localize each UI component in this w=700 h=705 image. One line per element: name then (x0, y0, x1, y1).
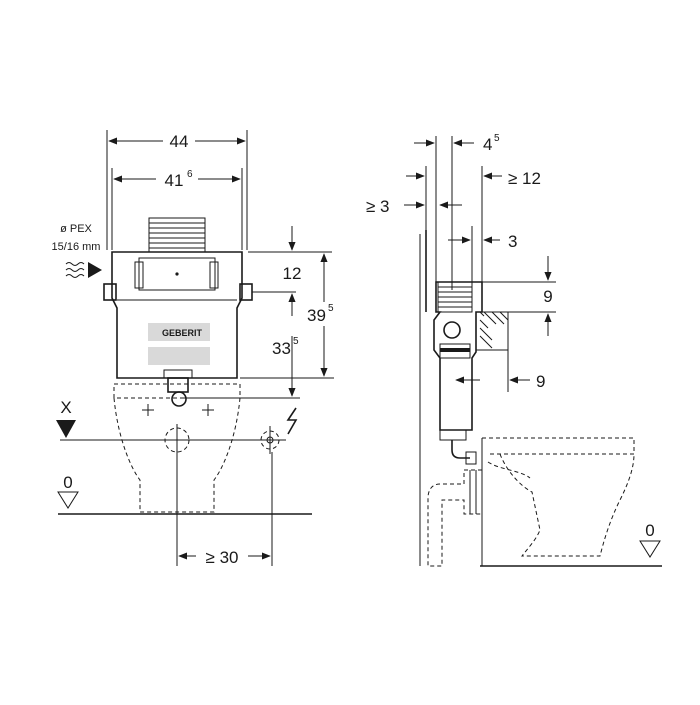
level-marker-zero-icon (57, 491, 79, 509)
height-lower-label: 33 (272, 339, 291, 358)
width-inner-superscript: 6 (187, 169, 193, 180)
min-gap-right-label: ≥ 12 (508, 169, 541, 188)
side-distance-label: ≥ 30 (206, 548, 239, 567)
side-view: 4 5 ≥ 12 ≥ 3 3 (366, 133, 662, 567)
fixing-point-left-icon (142, 404, 154, 416)
level-marker-x-icon (56, 420, 76, 438)
front-view: 44 41 6 ø PEX 15/16 mm (52, 130, 346, 567)
mount-bracket-left (103, 283, 117, 301)
height-lower-superscript: 5 (293, 336, 299, 347)
dimension-width-41-6: 41 6 (111, 168, 243, 250)
side-level-marker-zero-icon (639, 540, 661, 558)
height-9-top-label: 9 (543, 287, 552, 306)
height-9-side-label: 9 (536, 372, 545, 391)
dimension-depth-4-5: 4 5 (414, 133, 500, 290)
height-total-label: 39 (307, 306, 326, 325)
offset-3-label: 3 (508, 232, 517, 251)
dimension-height-9-side: 9 (455, 350, 545, 392)
flush-connector (171, 391, 187, 407)
front-panel-zone (475, 311, 509, 351)
flush-pipe (167, 377, 189, 393)
brand-label: GEBERIT (162, 328, 203, 338)
floor-level-front: 0 (57, 473, 312, 515)
power-outlet-icon (256, 407, 298, 454)
dimension-offset-3: 3 (448, 226, 517, 290)
floor-level-label: 0 (63, 473, 72, 492)
pex-label-line2: 15/16 mm (52, 241, 101, 253)
side-flush-connector (443, 321, 461, 339)
width-outer-label: 44 (170, 132, 189, 151)
side-floor-level-label: 0 (645, 521, 654, 540)
cistern-front: GEBERIT (103, 217, 253, 393)
water-supply-icon (65, 262, 102, 278)
top-offset-label: 12 (283, 264, 302, 283)
floor-level-side: 0 (480, 521, 662, 567)
reference-level-x: X (56, 398, 286, 441)
cistern-side (425, 230, 509, 465)
depth-label: 4 (483, 135, 492, 154)
brand-plate (148, 323, 210, 341)
width-inner-label: 41 (165, 171, 184, 190)
dimension-width-44: 44 (106, 130, 248, 250)
dimension-min-gap-left: ≥ 3 (366, 197, 462, 216)
depth-superscript: 5 (494, 133, 500, 144)
dimension-top-12: 12 (248, 226, 332, 316)
marker-x-label: X (60, 398, 71, 417)
fixing-point-right-icon (202, 404, 214, 416)
pex-label-line1: ø PEX (60, 223, 92, 235)
dimension-height-33-5: 33 5 (182, 336, 300, 399)
dimension-height-9-top: 9 (482, 256, 556, 336)
pex-connection-label: ø PEX 15/16 mm (52, 223, 102, 278)
lightning-icon (286, 407, 298, 435)
min-gap-left-label: ≥ 3 (366, 197, 390, 216)
cistern-grille (149, 222, 205, 249)
height-total-superscript: 5 (328, 303, 334, 314)
wc-bowl-side (419, 234, 635, 567)
dimension-height-39-5: 39 5 (240, 253, 346, 379)
dimension-side-distance: ≥ 30 (176, 452, 273, 567)
